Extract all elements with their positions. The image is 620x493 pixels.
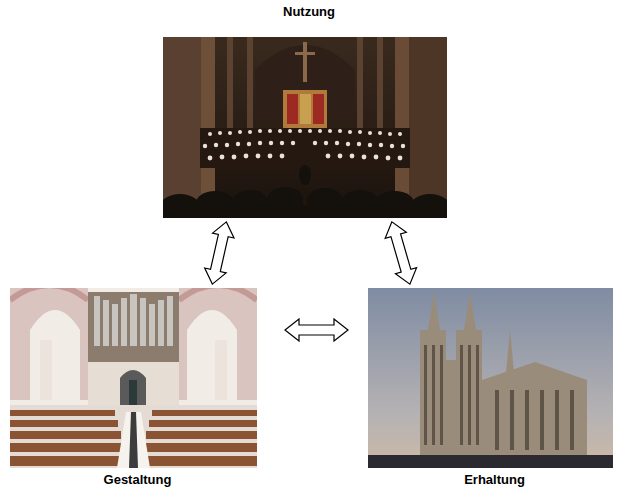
cathedral-photo (368, 288, 613, 468)
concert-photo (163, 37, 447, 218)
double-arrow (205, 222, 234, 284)
panel-caption: Gestaltung (10, 472, 265, 488)
panel-caption: Erhaltung (368, 472, 620, 488)
panel-caption: Nutzung (163, 4, 455, 20)
photo-panel: Gestaltung (10, 288, 265, 488)
interior-photo (10, 288, 257, 468)
photo-panel: Nutzung (163, 4, 455, 218)
double-arrow (385, 222, 416, 284)
photo-panel: Erhaltung (368, 288, 620, 488)
double-arrow (285, 319, 348, 341)
